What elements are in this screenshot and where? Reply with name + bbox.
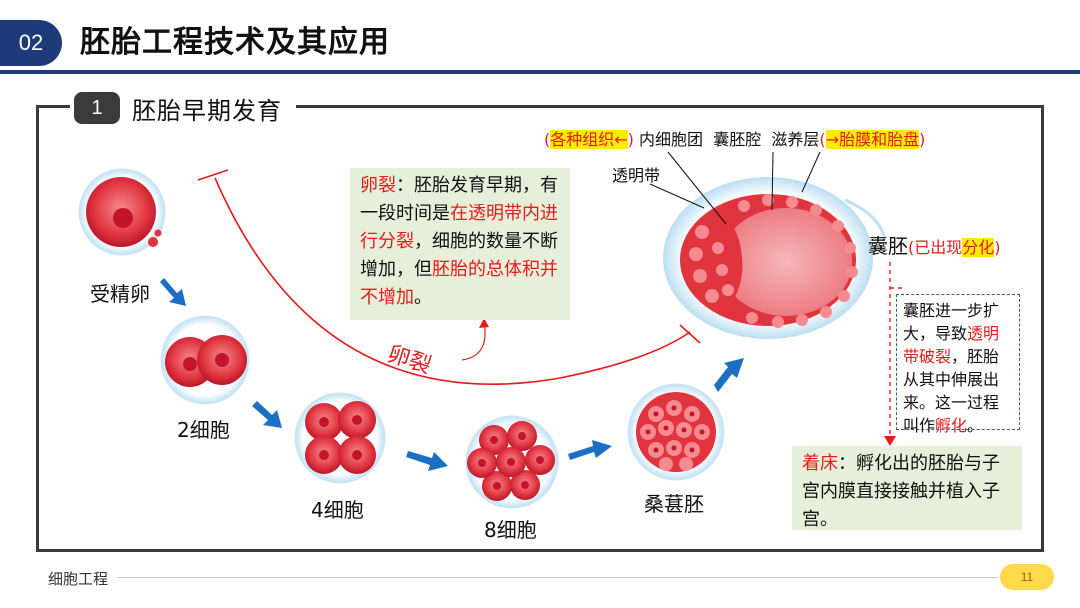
stage-arrow-1 — [160, 278, 186, 306]
inner-cell-mass-label: 内细胞团 — [639, 130, 704, 149]
implantation-term: 着床 — [802, 453, 838, 474]
page-title: 胚胎工程技术及其应用 — [80, 25, 390, 60]
blastocyst-top-labels: (各种组织←) 内细胞团 囊胚腔 滋养层(→胎膜和胎盘) — [544, 130, 926, 149]
stage-label-4cell: 4细胞 — [311, 498, 364, 522]
stage-arrow-4 — [568, 440, 612, 460]
footer-divider — [118, 577, 998, 578]
trophoblast-label: 滋养层 — [771, 130, 820, 149]
stage-arrow-2 — [252, 401, 282, 428]
blastocyst — [663, 177, 887, 339]
stage-label-2cell: 2细胞 — [177, 418, 230, 442]
header-divider — [0, 70, 1080, 74]
blastocoel-label: 囊胚腔 — [713, 130, 762, 149]
arc-end-bar — [679, 324, 701, 344]
tissues-label: 各种组织← — [550, 130, 628, 149]
arc-start-bar — [197, 169, 229, 181]
placenta-label: →胎膜和胎盘 — [825, 130, 920, 149]
stage-label-morula: 桑葚胚 — [644, 492, 704, 516]
stage-arrow-5 — [714, 358, 744, 392]
two-cell-embryo — [160, 315, 250, 405]
cleavage-term: 卵裂 — [360, 175, 396, 196]
eight-cell-embryo — [465, 415, 559, 509]
section-title: 胚胎早期发育 — [132, 96, 282, 125]
morula — [627, 383, 725, 481]
section-number: 1 — [74, 92, 120, 124]
four-cell-embryo — [294, 392, 386, 484]
stage-label-8cell: 8细胞 — [484, 518, 537, 542]
chapter-number-badge: 02 — [0, 20, 62, 66]
stage-label-zygote: 受精卵 — [90, 282, 150, 306]
cleavage-arc — [214, 177, 691, 385]
footer-course: 细胞工程 — [48, 570, 109, 588]
zygote-cell — [78, 168, 166, 256]
implantation-explanation-box: 着床：孵化出的胚胎与子宫内膜直接接触并植入子宫。 — [792, 446, 1022, 530]
cleavage-explanation-box: 卵裂：胚胎发育早期，有一段时间是在透明带内进行分裂，细胞的数量不断增加，但胚胎的… — [350, 168, 570, 320]
hatching-explanation-box: 囊胚进一步扩大，导致透明带破裂，胚胎从其中伸展出来。这一过程叫作孵化。 — [896, 294, 1020, 435]
page-number: 11 — [1000, 564, 1054, 590]
blastocyst-name-label: 囊胚(已出现分化) — [868, 234, 1001, 258]
section-tag: 1 胚胎早期发育 — [70, 88, 296, 128]
zona-pellucida-label: 透明带 — [612, 166, 661, 185]
stage-arrow-3 — [406, 451, 448, 471]
